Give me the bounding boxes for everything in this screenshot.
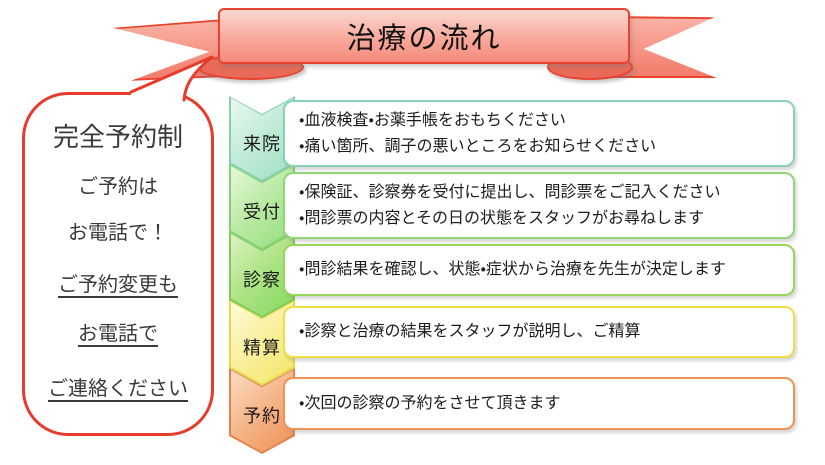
bubble-line-3: お電話で！ [68, 222, 168, 244]
bubble-line-6: ご連絡ください [48, 378, 188, 400]
step-description: ・診察と治療の結果をスタッフが説明し、ご精算 [299, 323, 641, 340]
step-label-reception: 受付 [243, 202, 281, 223]
bubble-line-1: 完全予約制 [52, 122, 183, 152]
step-description: ・次回の診察の予約をさせて頂きます [299, 394, 561, 412]
step-description: ・保険証、診察券を受付に提出し、問診票をご記入ください [299, 183, 721, 201]
step-box-arrival: ・血液検査・お薬手帳をおもちください ・痛い箇所、調子の悪いところをお知らせくだ… [283, 100, 795, 167]
bubble-line-5: お電話で [78, 323, 158, 345]
ribbon-banner: 治療の流れ [218, 8, 630, 64]
page-title: 治療の流れ [346, 23, 502, 55]
step-description: ・血液検査・お薬手帳をおもちください [299, 111, 566, 129]
appointment-speech-bubble: 完全予約制 ご予約は お電話で！ ご予約変更も お電話で ご連絡ください [22, 92, 214, 436]
step-label-booking: 予約 [243, 406, 281, 427]
step-description: ・痛い箇所、調子の悪いところをお知らせください [299, 137, 657, 155]
step-label-examination: 診察 [243, 270, 281, 291]
step-box-reception: ・保険証、診察券を受付に提出し、問診票をご記入ください ・問診票の内容とその日の… [283, 172, 795, 239]
bubble-line-2: ご予約は [78, 176, 158, 198]
step-box-payment: ・診察と治療の結果をスタッフが説明し、ご精算 [283, 306, 795, 358]
step-description: ・問診票の内容とその日の状態をスタッフがお尋ねします [299, 209, 704, 227]
step-box-booking: ・次回の診察の予約をさせて頂きます [283, 377, 795, 430]
step-label-payment: 精算 [243, 338, 281, 359]
bubble-line-4: ご予約変更も [58, 274, 178, 296]
step-label-arrival: 来院 [243, 134, 281, 155]
speech-bubble-tail-icon [129, 55, 214, 102]
step-box-examination: ・問診結果を確認し、状態・症状から治療を先生が決定します [283, 244, 795, 296]
step-description: ・問診結果を確認し、状態・症状から治療を先生が決定します [299, 261, 726, 278]
